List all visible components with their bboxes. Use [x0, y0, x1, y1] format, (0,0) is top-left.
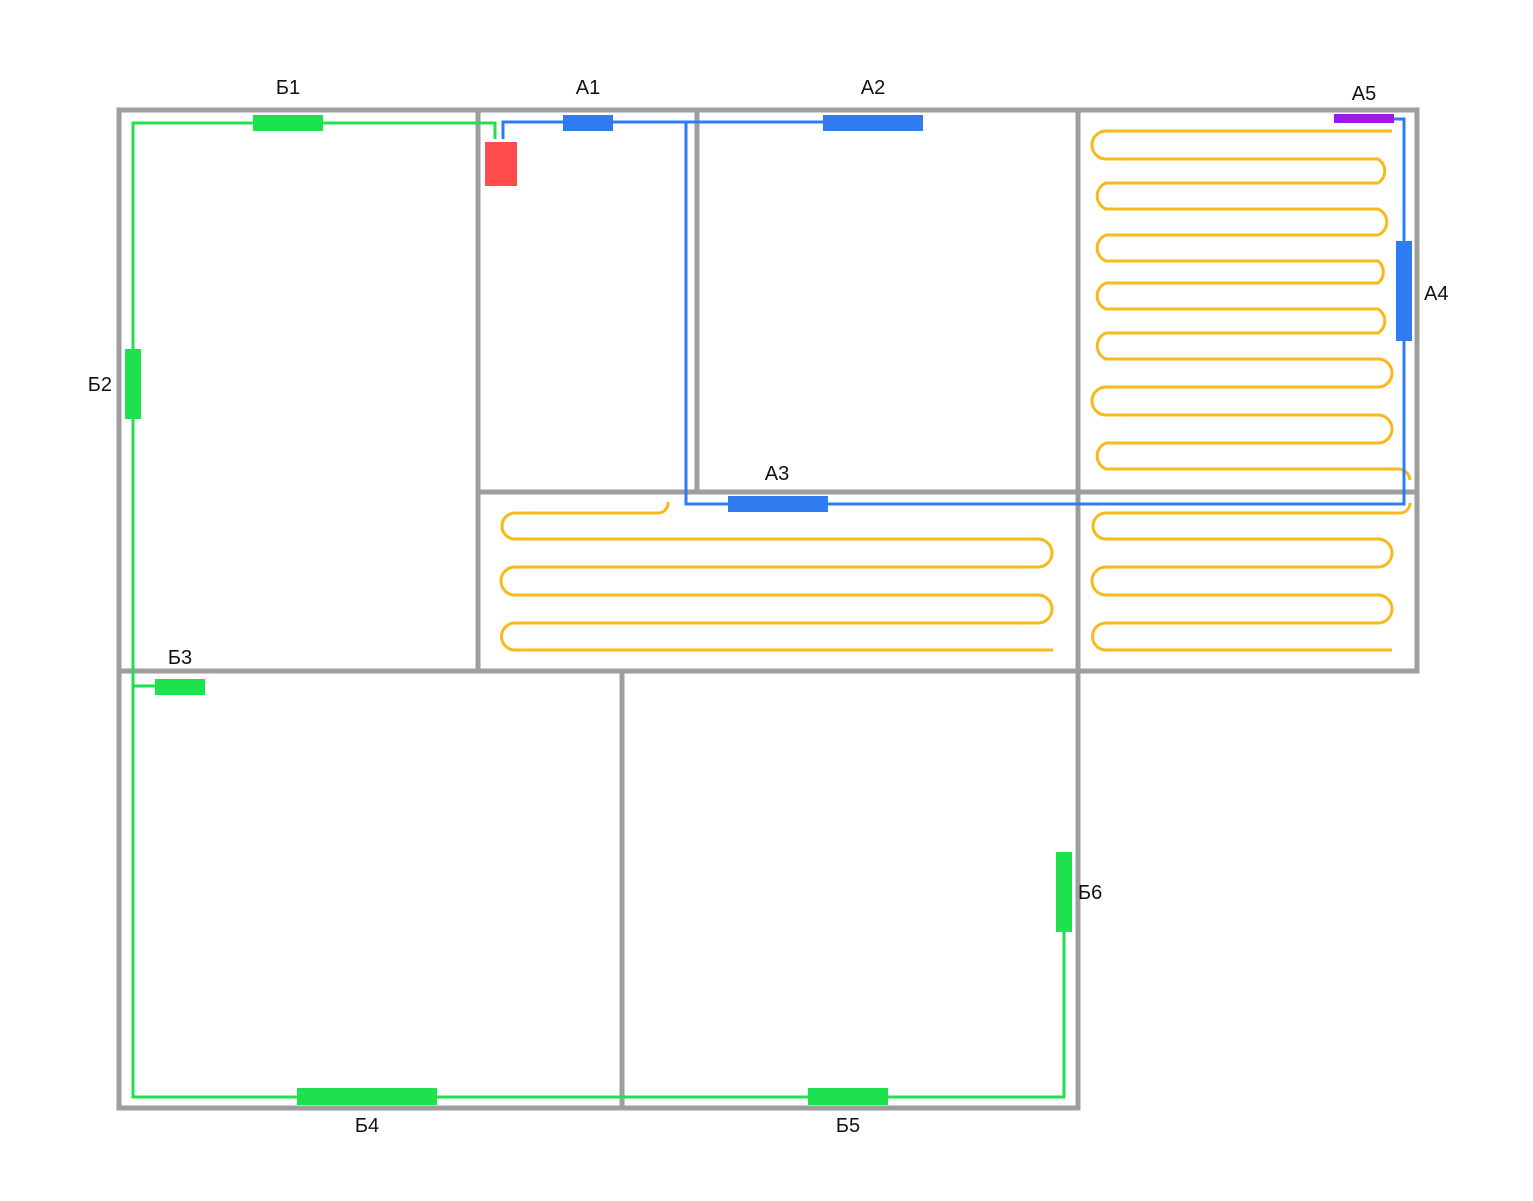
radiator-a4[interactable] [1396, 241, 1412, 341]
circuit-a-pipe [501, 117, 1406, 506]
heated-floor-coil-right-top [1090, 129, 1412, 481]
radiator-b3[interactable] [155, 679, 205, 695]
label-a5: А5 [1352, 83, 1376, 105]
wall-outline-top-block [116, 107, 1420, 674]
circuit-b [125, 115, 1072, 1105]
label-a3: А3 [765, 463, 789, 485]
label-b5: Б5 [836, 1115, 860, 1137]
radiator-b2[interactable] [125, 349, 141, 419]
label-a2: А2 [861, 77, 885, 99]
label-b1: Б1 [276, 77, 300, 99]
radiator-b4[interactable] [297, 1088, 437, 1105]
label-b3: Б3 [168, 647, 192, 669]
label-b6: Б6 [1078, 882, 1102, 904]
label-b2: Б2 [88, 374, 112, 396]
walls [116, 107, 1420, 1111]
radiator-b5[interactable] [808, 1088, 888, 1105]
radiator-b6[interactable] [1056, 852, 1072, 932]
wall-outline-left-bottom [116, 107, 1081, 1111]
label-a4: А4 [1424, 283, 1448, 305]
circuit-b-pipe [131, 121, 1066, 1099]
circuit-a [501, 114, 1412, 512]
radiator-a3[interactable] [728, 496, 828, 512]
radiator-a5[interactable] [1334, 114, 1394, 123]
heated-floor-coil-right-bottom [1090, 502, 1412, 652]
label-a1: А1 [576, 77, 600, 99]
radiator-a1[interactable] [563, 115, 613, 131]
heated-floor-coil-middle [499, 501, 1054, 652]
boiler[interactable] [485, 142, 517, 186]
radiator-b1[interactable] [253, 115, 323, 131]
heated-floor-coils [499, 129, 1412, 652]
labels: Б1 А1 А2 А5 А4 Б2 А3 Б3 Б6 Б4 Б5 [88, 77, 1449, 1137]
radiator-a2[interactable] [823, 115, 923, 131]
label-b4: Б4 [355, 1115, 379, 1137]
